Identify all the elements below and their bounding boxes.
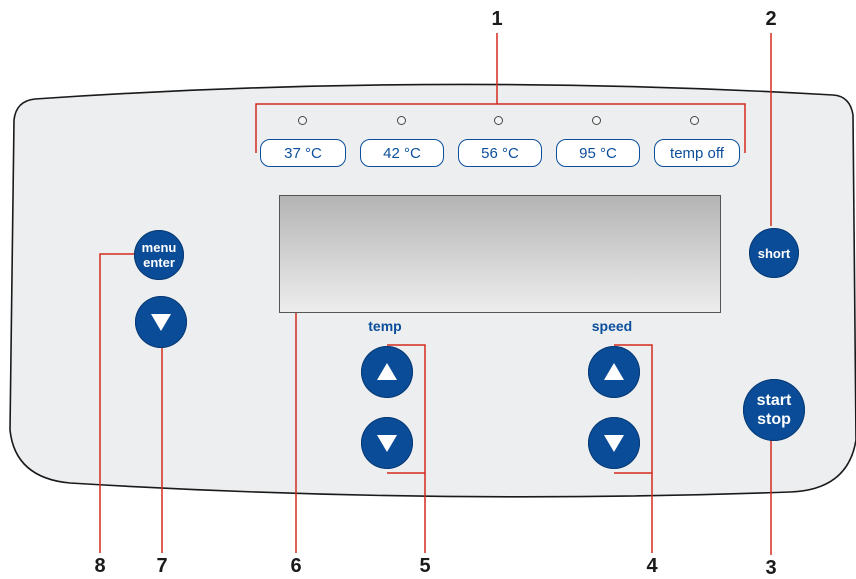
callout-2: 2 [765,8,777,30]
lcd-display [279,195,721,313]
speed-label: speed [591,318,633,334]
preset-37-button[interactable]: 37 °C [260,139,346,167]
preset-56-button[interactable]: 56 °C [458,139,542,167]
triangle-up-icon [377,363,397,380]
callout-1: 1 [491,8,503,30]
menu-down-button[interactable] [135,296,187,348]
indicator-led-37 [298,116,307,125]
indicator-led-95 [592,116,601,125]
callout-5: 5 [419,555,431,577]
preset-42-button[interactable]: 42 °C [360,139,444,167]
leader-4 [614,344,653,553]
indicator-led-42 [397,116,406,125]
callout-6: 6 [290,555,302,577]
triangle-down-icon [151,314,171,331]
temp-down-button[interactable] [361,417,413,469]
temp-up-button[interactable] [361,346,413,398]
triangle-down-icon [377,435,397,452]
temp-label: temp [368,318,402,334]
start-stop-button[interactable]: start stop [743,379,805,441]
short-button[interactable]: short [749,228,799,278]
start-stop-label: start stop [756,392,792,428]
callout-7: 7 [156,555,168,577]
leader-5 [387,344,426,553]
speed-down-button[interactable] [588,417,640,469]
triangle-up-icon [604,363,624,380]
indicator-led-temp-off [690,116,699,125]
menu-enter-button[interactable]: menu enter [134,230,184,280]
callout-3: 3 [765,557,777,579]
short-label: short [757,245,791,261]
callout-8: 8 [94,555,106,577]
menu-enter-label: menu enter [141,240,177,270]
temp-off-button[interactable]: temp off [654,139,740,167]
speed-up-button[interactable] [588,346,640,398]
leader-8 [99,253,139,553]
leader-1 [255,33,746,153]
indicator-led-56 [494,116,503,125]
callout-4: 4 [646,555,658,577]
preset-95-button[interactable]: 95 °C [556,139,640,167]
triangle-down-icon [604,435,624,452]
